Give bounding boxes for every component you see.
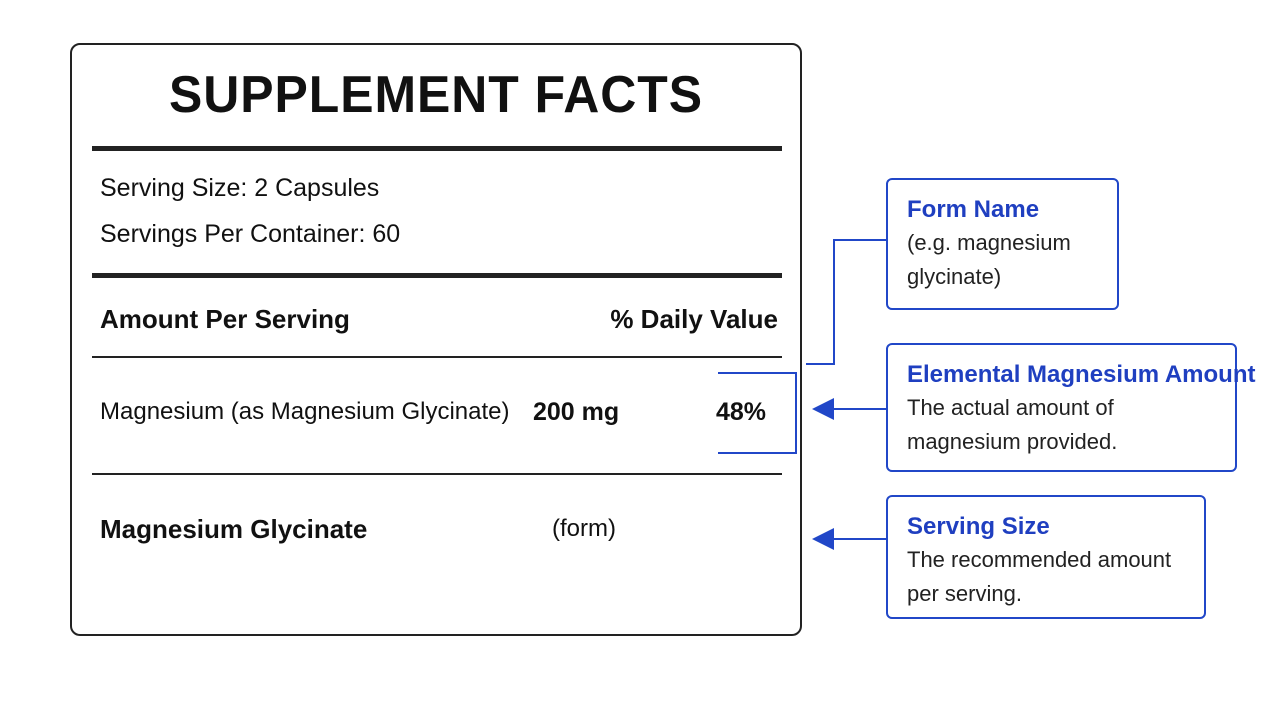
supplement-facts-panel: [70, 43, 802, 636]
divider-top: [92, 146, 782, 151]
label-title: SUPPLEMENT FACTS: [168, 66, 704, 124]
elemental-arrowhead: [812, 398, 834, 420]
nutrient-daily-value: 48%: [716, 398, 767, 426]
callout-form-name-title: Form Name: [907, 196, 1040, 223]
nutrient-name: Magnesium (as Magnesium Glycinate): [100, 398, 510, 425]
callout-serving-size-desc: The recommended amount per serving.: [907, 547, 1172, 606]
callout-elemental-amount-title: Elemental Magnesium Amount: [907, 361, 1256, 388]
callout-elemental-amount-desc: The actual amount of magnesium provided.: [907, 395, 1118, 454]
dv-bracket: [718, 372, 797, 454]
form-note-text: (form): [552, 515, 616, 542]
divider-row: [92, 473, 782, 475]
form-name-text: Magnesium Glycinate: [100, 514, 368, 544]
serving-size-text: Serving Size: 2 Capsules: [100, 174, 380, 202]
callout-form-name-desc: (e.g. magnesium glycinate): [907, 230, 1071, 289]
servings-per-container-text: Servings Per Container: 60: [100, 220, 401, 248]
amount-per-serving-header: Amount Per Serving: [100, 304, 350, 334]
callout-serving-size-title: Serving Size: [907, 513, 1050, 540]
divider-middle: [92, 273, 782, 278]
callout-elemental-amount: Elemental Magnesium Amount The actual am…: [886, 343, 1256, 472]
callout-serving-size: Serving Size The recommended amount per …: [886, 495, 1206, 619]
divider-header: [92, 356, 782, 358]
callout-form-name: Form Name (e.g. magnesium glycinate): [886, 178, 1119, 310]
serving-arrowhead: [812, 528, 834, 550]
form-name-connector: [806, 239, 886, 365]
nutrient-amount: 200 mg: [533, 398, 620, 426]
daily-value-header: % Daily Value: [610, 304, 778, 334]
